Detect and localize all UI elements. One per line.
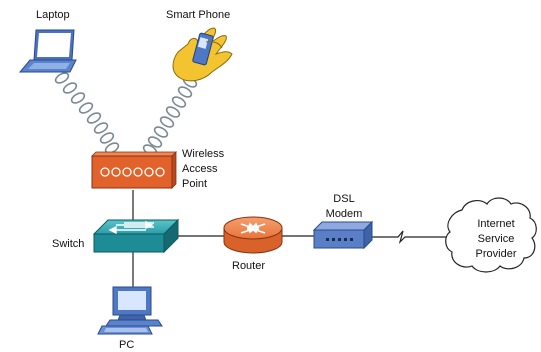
laptop-label: Laptop: [36, 9, 70, 21]
wireless-link-laptop: [54, 72, 120, 154]
wireless-link-phone: [142, 76, 198, 156]
wap-label-line1: Wireless: [182, 148, 225, 160]
isp-label-line3: Provider: [475, 248, 517, 260]
dsl-modem-icon: [312, 220, 374, 250]
laptop-icon: [18, 29, 77, 73]
modem-isp-link: [370, 230, 446, 245]
dsl-label-line1: DSL: [333, 193, 355, 205]
wap-label-line3: Point: [182, 178, 208, 190]
dsl-label-line2: Modem: [325, 208, 363, 220]
desktop-pc-icon: [97, 286, 163, 335]
wap-label-line2: Access: [182, 163, 218, 175]
wireless-access-point-icon: [91, 151, 177, 189]
smartphone-label: Smart Phone: [166, 9, 231, 21]
switch-label: Switch: [52, 238, 85, 250]
isp-label-line1: Internet: [477, 218, 515, 230]
router-label: Router: [232, 260, 266, 272]
connections: [132, 190, 446, 288]
smartphone-hand-icon: [172, 27, 233, 82]
router-icon: [223, 216, 283, 254]
switch-icon: [92, 218, 180, 254]
pc-label: PC: [119, 339, 135, 351]
cloud-icon: [445, 197, 537, 273]
isp-label-line2: Service: [477, 233, 515, 245]
